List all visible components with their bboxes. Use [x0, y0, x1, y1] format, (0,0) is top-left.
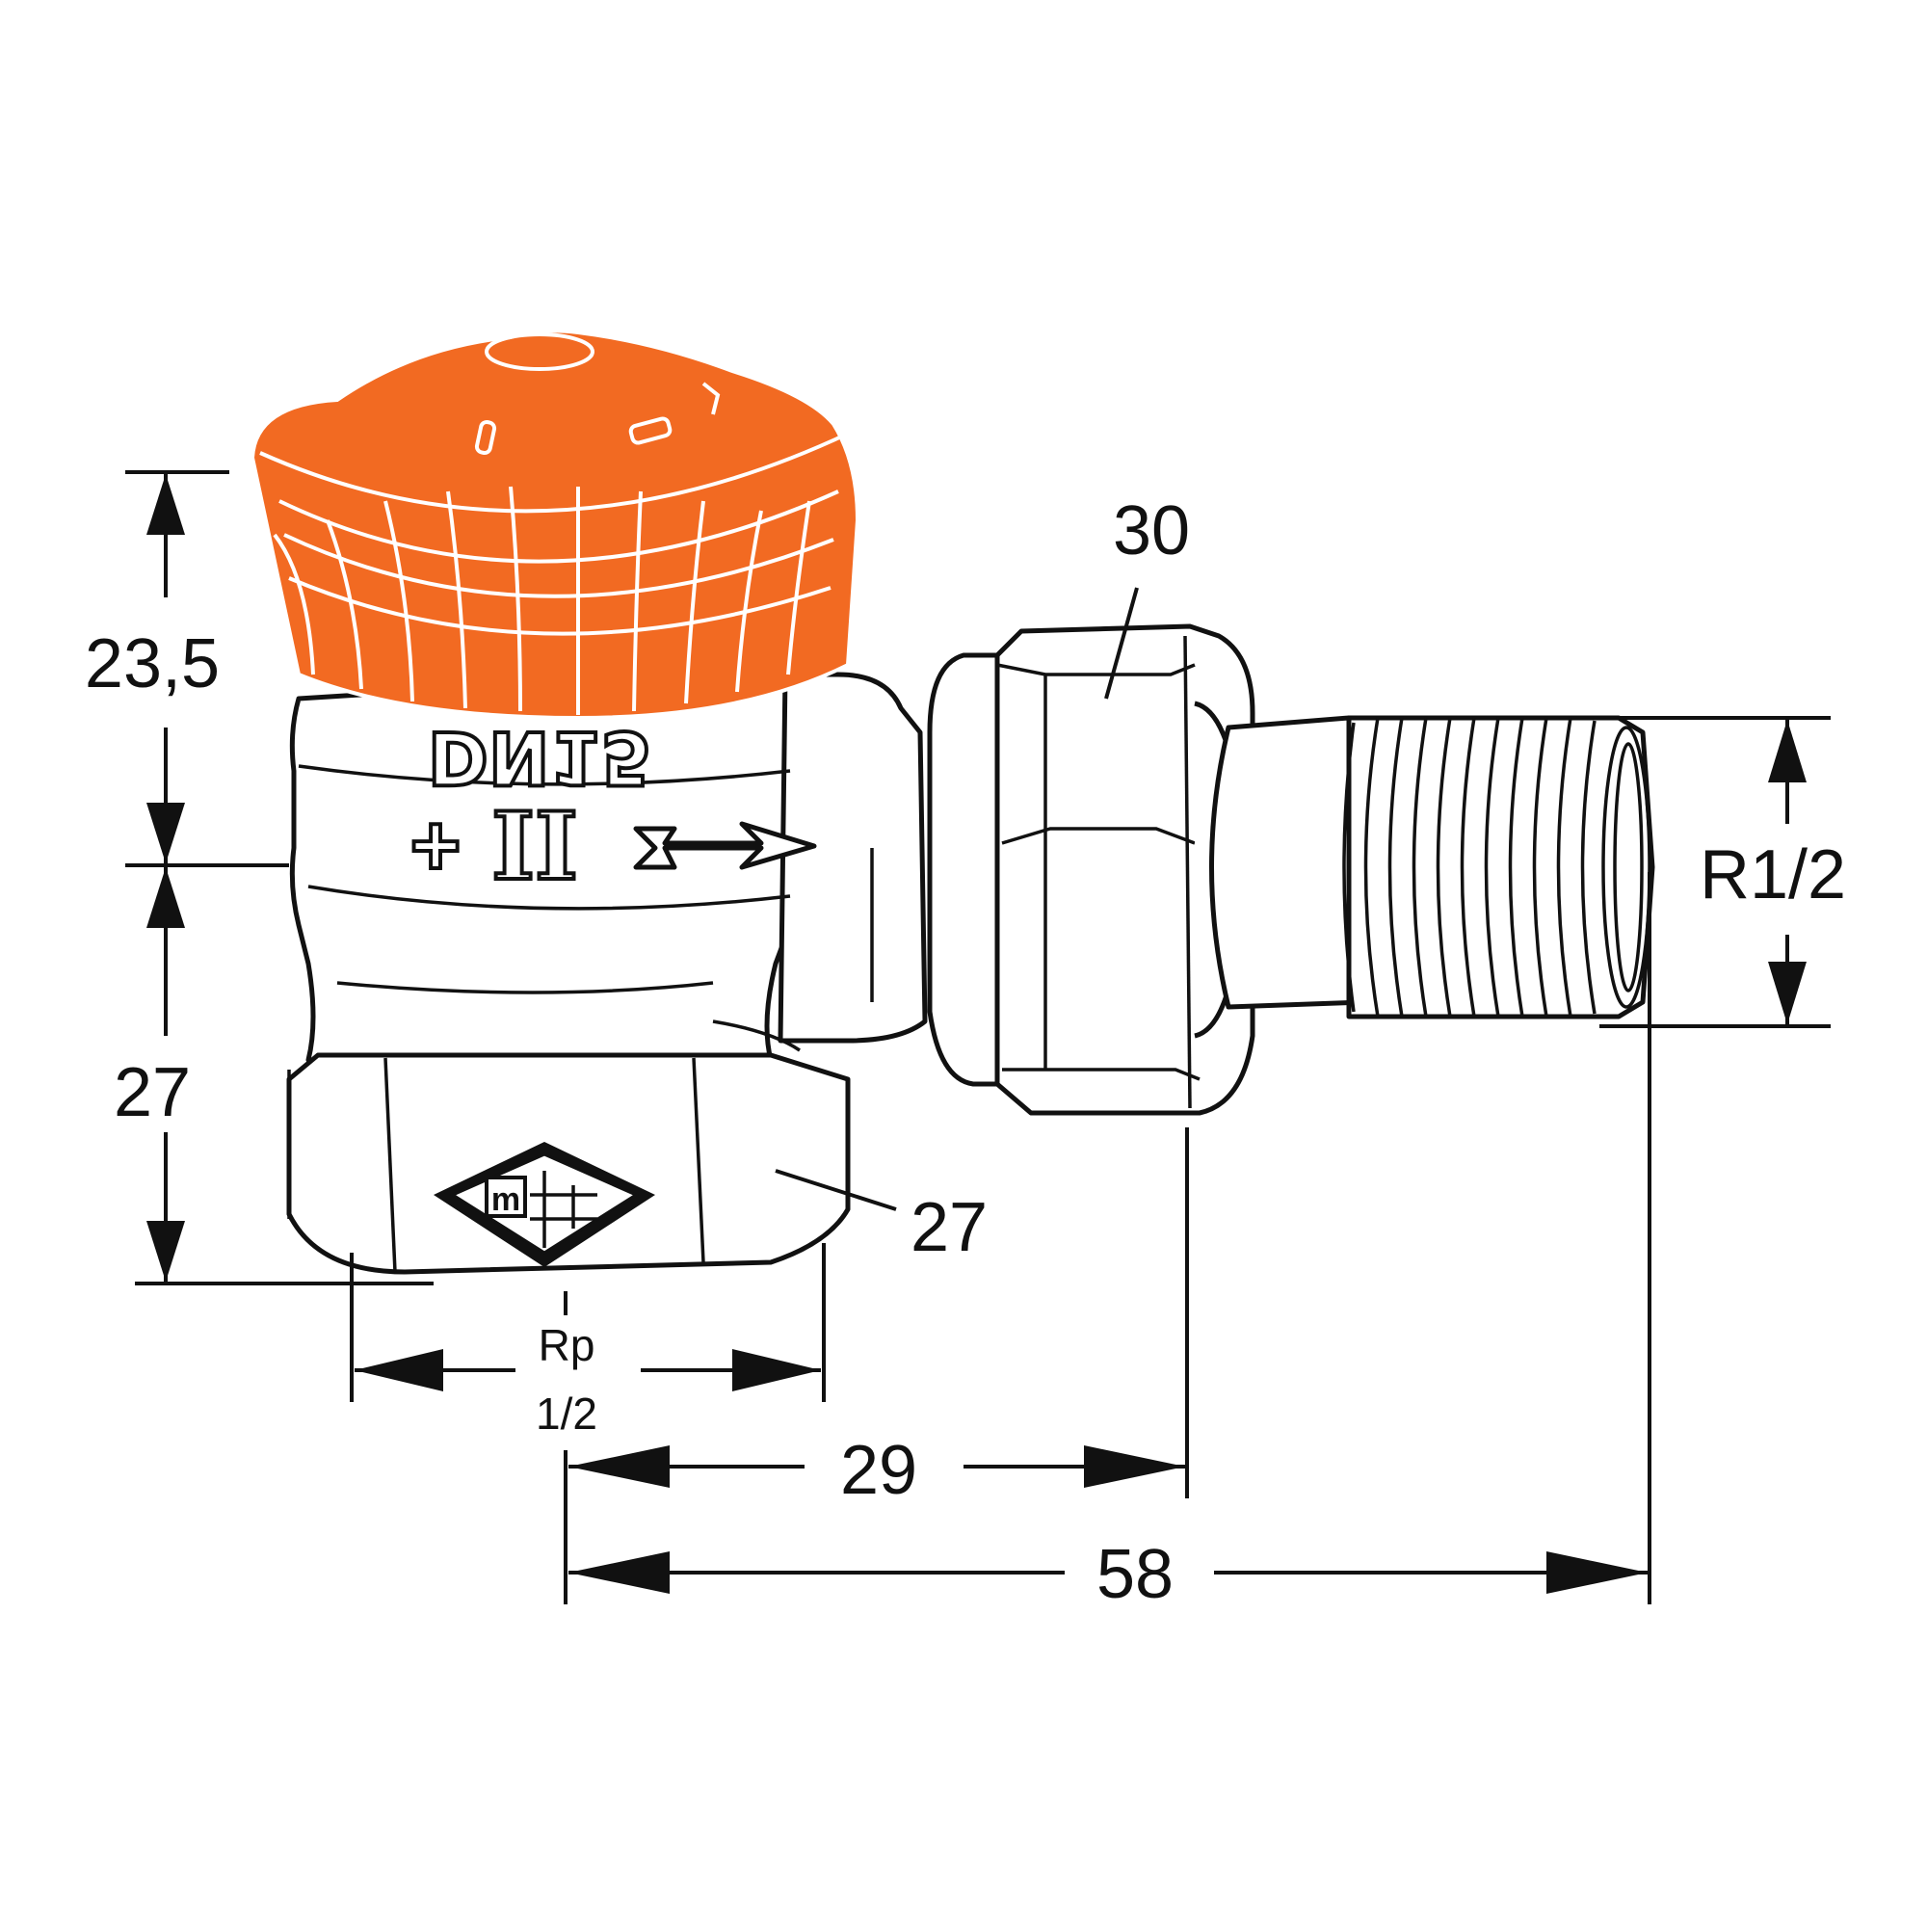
body-markings: DN15 + II m: [409, 713, 817, 1267]
dimension-labels: 23,5 27 30 27 R1/2 Rp 1/2 29 58: [85, 492, 1846, 1613]
dim-hex-body: 27: [911, 1189, 988, 1266]
dim-thread-outlet: R1/2: [1700, 836, 1846, 913]
dim-inlet-thread-line2: 1/2: [536, 1389, 597, 1439]
dim-body-height: 27: [114, 1054, 191, 1131]
valve-knob: [250, 329, 860, 721]
dim-axis-to-end: 58: [1096, 1536, 1174, 1613]
dim-knob-height: 23,5: [85, 625, 220, 702]
flow-arrow-icon: [633, 821, 817, 870]
diamond-h-logo-icon: m: [434, 1142, 655, 1267]
valve-body: [286, 667, 928, 1275]
dim-inlet-thread-line1: Rp: [539, 1320, 595, 1370]
threaded-end: [1342, 715, 1655, 1019]
knob-body: [250, 329, 860, 721]
outlet-tail: [1209, 715, 1366, 1010]
dimension-lines: [125, 470, 1831, 1604]
dn15-label: DN15: [428, 715, 651, 801]
svg-text:m: m: [491, 1181, 520, 1218]
union-connection: [927, 623, 1655, 1116]
dim-axis-to-nut: 29: [840, 1432, 917, 1509]
plus-mark: +: [410, 798, 462, 894]
roman-two-mark: II: [491, 792, 578, 901]
dim-union-nut: 30: [1113, 492, 1190, 569]
